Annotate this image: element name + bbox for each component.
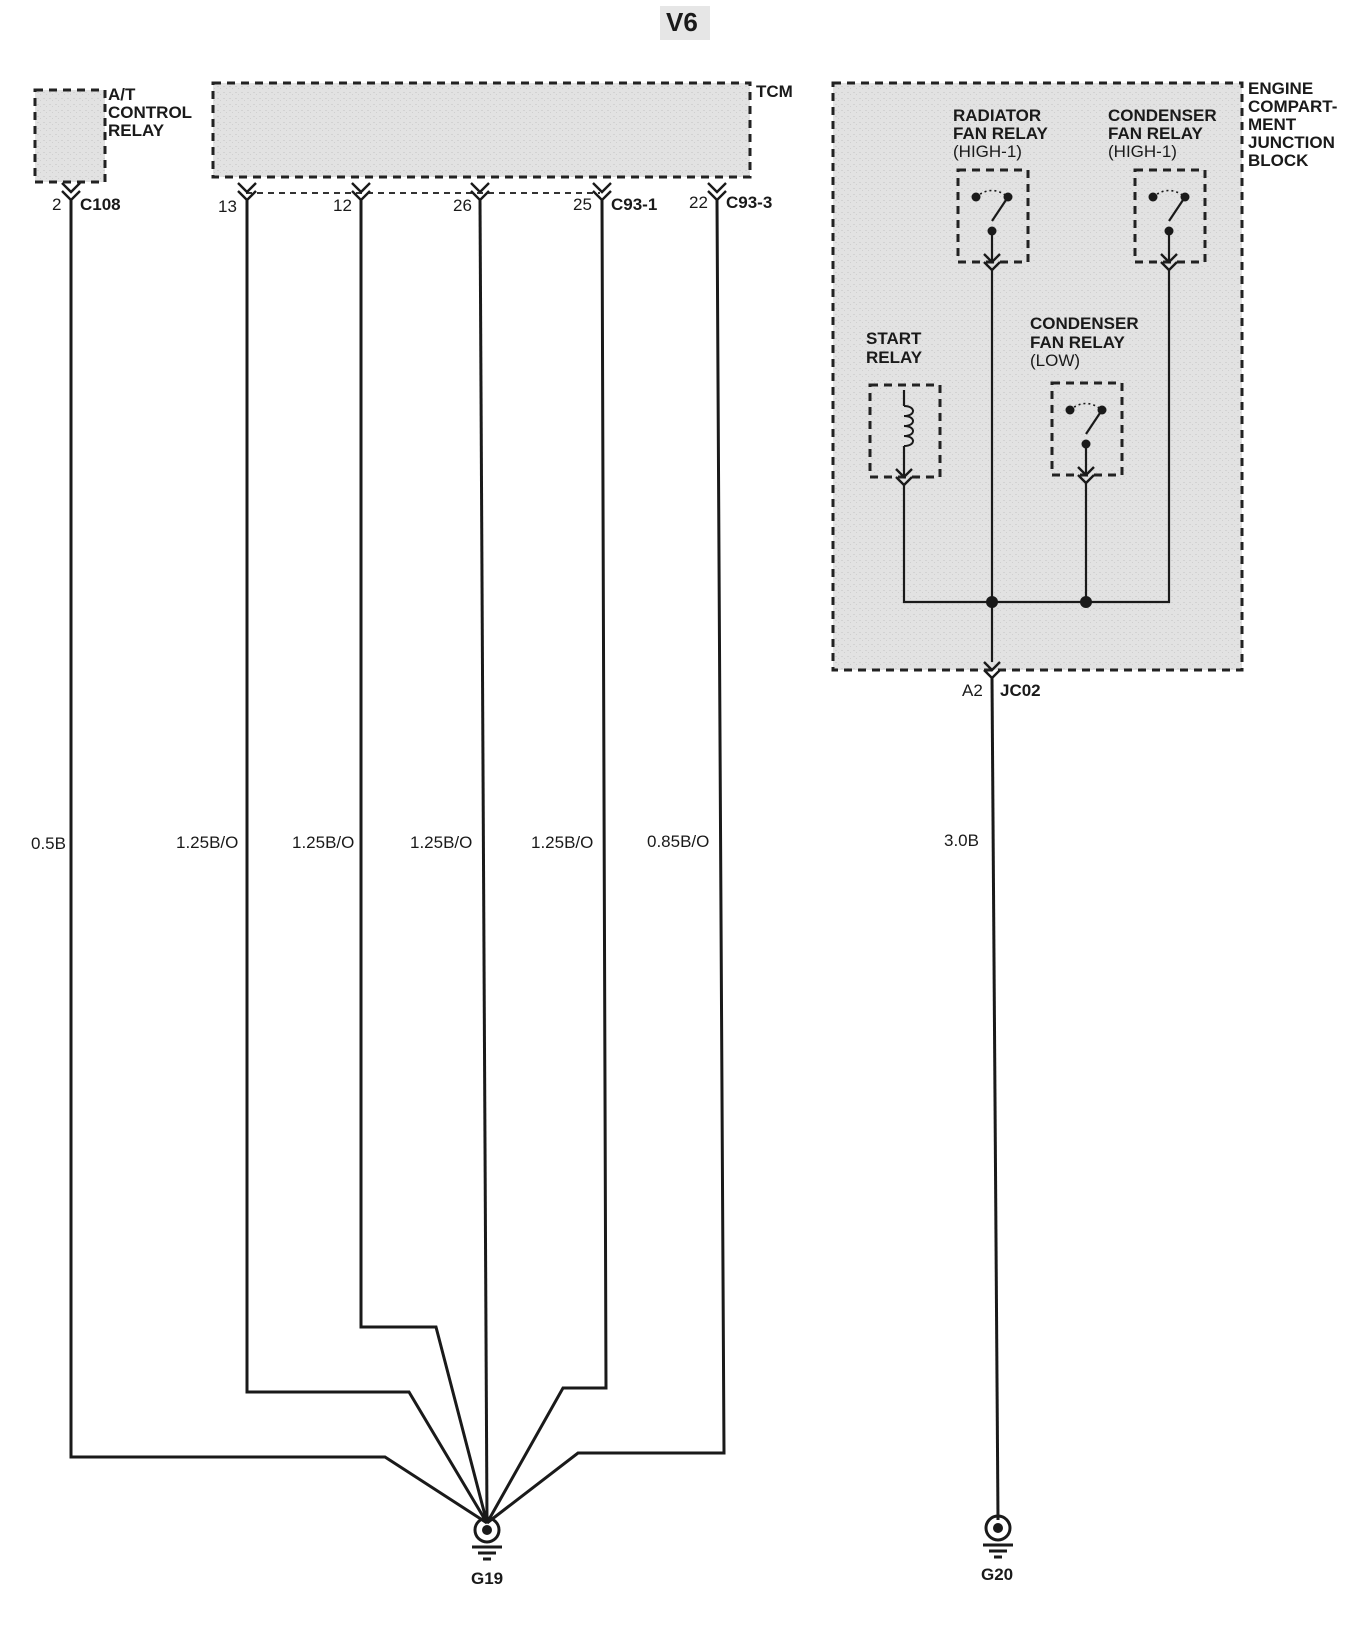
c108-pin: 2 xyxy=(52,195,61,214)
at-control-relay-label-1: A/T xyxy=(108,85,136,104)
at-control-relay-box xyxy=(33,88,107,184)
radiator-fan-relay-label-3: (HIGH-1) xyxy=(953,142,1022,161)
c93-1-pin-26: 26 xyxy=(453,196,472,215)
wire-label-pin-25: 1.25B/O xyxy=(531,833,593,852)
c93-1-pin-13-connector-icon xyxy=(237,182,257,202)
junction-block-shade xyxy=(833,83,1242,670)
wire-c93-1-26-g19 xyxy=(478,199,489,1524)
page-title: V6 xyxy=(666,7,698,37)
wire-label-pin-12: 1.25B/O xyxy=(292,833,354,852)
wire-label-c108: 0.5B xyxy=(31,834,66,853)
radiator-fan-relay-switch-icon xyxy=(971,189,1013,272)
splice-point xyxy=(986,596,998,608)
g19-harness xyxy=(69,199,726,1525)
radiator-fan-relay-label-1: RADIATOR xyxy=(953,106,1041,125)
wire-label-pin-13: 1.25B/O xyxy=(176,833,238,852)
jc02-name: JC02 xyxy=(1000,681,1041,700)
c108-name: C108 xyxy=(80,195,121,214)
junction-block-label-3: MENT xyxy=(1248,115,1297,134)
wire-label-jc02: 3.0B xyxy=(944,831,979,850)
c93-3-name: C93-3 xyxy=(726,193,772,212)
c93-1-pin-25-connector-icon xyxy=(592,182,612,202)
tcm-box xyxy=(211,81,752,179)
c93-3-connector-icon xyxy=(707,182,727,202)
radiator-fan-relay-label-2: FAN RELAY xyxy=(953,124,1048,143)
start-relay-coil-icon xyxy=(895,390,914,487)
g19-label: G19 xyxy=(471,1569,503,1588)
tcm-label: TCM xyxy=(756,82,793,101)
condenser-fan-relay-high1-label-2: FAN RELAY xyxy=(1108,124,1203,143)
condenser-fan-relay-high1-switch-icon xyxy=(1148,189,1190,272)
c93-1-name: C93-1 xyxy=(611,195,657,214)
junction-block-label-1: ENGINE xyxy=(1248,79,1313,98)
wire-jc02-g20 xyxy=(990,677,1000,1521)
engine-compartment-junction-block: ENGINE COMPART- MENT JUNCTION BLOCK RADI… xyxy=(831,79,1337,680)
g20-label: G20 xyxy=(981,1565,1013,1584)
c93-1-pin-13: 13 xyxy=(218,197,237,216)
condenser-fan-relay-low-label-3: (LOW) xyxy=(1030,351,1080,370)
condenser-fan-relay-high1-label-1: CONDENSER xyxy=(1108,106,1217,125)
condenser-fan-relay-high1-label-3: (HIGH-1) xyxy=(1108,142,1177,161)
c93-3-pin: 22 xyxy=(689,193,708,212)
condenser-fan-relay-low-switch-icon xyxy=(1065,402,1107,485)
junction-block-label-2: COMPART- xyxy=(1248,97,1337,116)
c108-connector-icon xyxy=(61,182,81,202)
wire-label-pin-26: 1.25B/O xyxy=(410,833,472,852)
connector-marks: 2 C108 13 12 26 25 C93-1 22 C93-3 A2 JC0… xyxy=(52,182,1041,700)
wire-labels: 0.5B 1.25B/O 1.25B/O 1.25B/O 1.25B/O 0.8… xyxy=(31,831,979,853)
c93-1-pin-12-connector-icon xyxy=(351,182,371,202)
junction-block-internal-wiring xyxy=(902,270,1171,680)
at-control-relay: A/T CONTROL RELAY xyxy=(33,85,192,184)
at-control-relay-label-2: CONTROL xyxy=(108,103,192,122)
wire-c93-1-25-g19 xyxy=(485,199,608,1524)
junction-block-box xyxy=(831,81,1244,672)
junction-block-label-5: BLOCK xyxy=(1248,151,1309,170)
start-relay-label-2: RELAY xyxy=(866,348,923,367)
c93-1-pin-26-connector-icon xyxy=(470,182,490,202)
wire-label-pin-22: 0.85B/O xyxy=(647,832,709,851)
start-relay-label-1: START xyxy=(866,329,922,348)
at-control-relay-shade xyxy=(35,90,105,182)
tcm: TCM xyxy=(211,81,793,194)
wire-c93-3-g19 xyxy=(486,199,726,1525)
g19-ground-icon xyxy=(472,1516,502,1561)
wire-c93-1-12-g19 xyxy=(359,200,489,1524)
condenser-fan-relay-low-label-2: FAN RELAY xyxy=(1030,333,1125,352)
splice-point xyxy=(1080,596,1092,608)
junction-block-label-4: JUNCTION xyxy=(1248,133,1335,152)
c93-1-pin-25: 25 xyxy=(573,195,592,214)
wire-c108-g19 xyxy=(69,200,488,1525)
wire-c93-1-13-g19 xyxy=(245,200,489,1524)
condenser-fan-relay-low-label-1: CONDENSER xyxy=(1030,314,1139,333)
jc02-pin: A2 xyxy=(962,681,983,700)
tcm-shade xyxy=(213,83,750,177)
at-control-relay-label-3: RELAY xyxy=(108,121,165,140)
c93-1-pin-12: 12 xyxy=(333,196,352,215)
g20-ground-icon xyxy=(983,1514,1013,1559)
title-plate xyxy=(660,6,710,40)
